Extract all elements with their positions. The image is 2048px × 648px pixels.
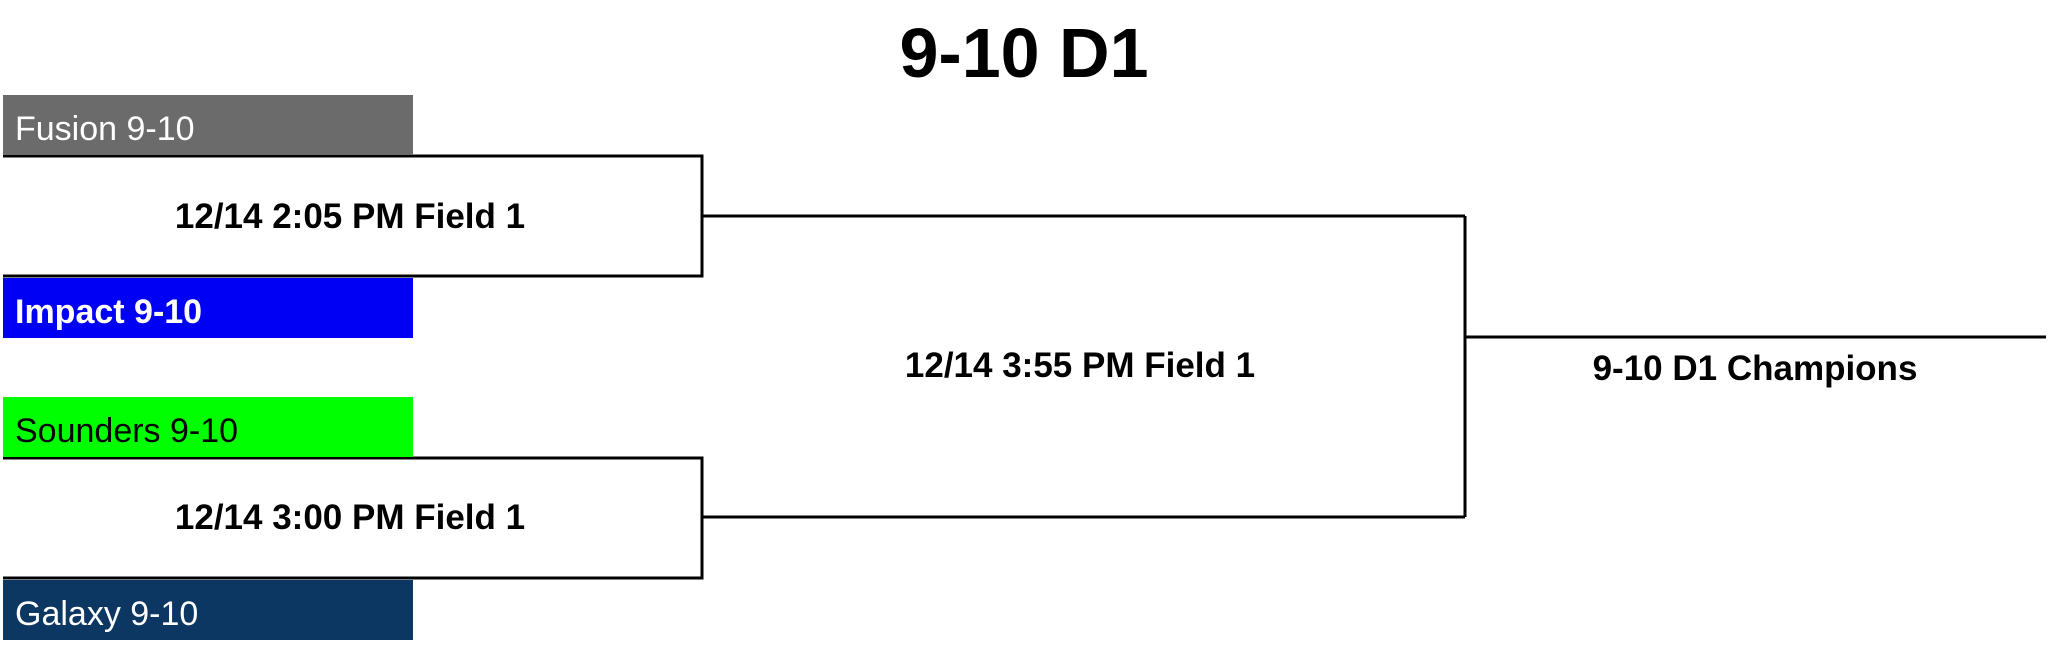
final-schedule: 12/14 3:55 PM Field 1	[904, 346, 1256, 385]
champion-label: 9-10 D1 Champions	[1592, 349, 1918, 388]
team-slot-galaxy: Galaxy 9-10	[3, 580, 413, 640]
match-1-schedule: 12/14 2:05 PM Field 1	[174, 197, 526, 236]
page-title: 9-10 D1	[899, 14, 1149, 92]
team-slot-sounders: Sounders 9-10	[3, 397, 413, 457]
match-2-schedule: 12/14 3:00 PM Field 1	[174, 498, 526, 537]
team-slot-impact: Impact 9-10	[3, 278, 413, 338]
team-slot-fusion: Fusion 9-10	[3, 95, 413, 155]
